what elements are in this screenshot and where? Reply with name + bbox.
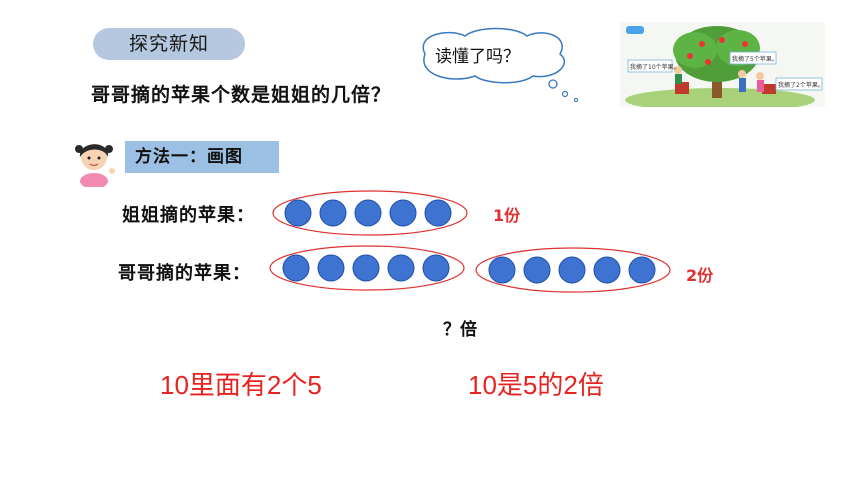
part-label-two: 2份 (686, 266, 714, 285)
sister-group-ellipse (272, 190, 468, 236)
brother-apple-group2-2 (523, 256, 551, 284)
conclusion-right: 10是5的2倍 (468, 370, 604, 400)
apple-tree-illustration: 我摘了10个苹果。 我摘了5个苹果。 我摘了2个苹果。 (620, 22, 825, 107)
brother-group-1-ellipse (269, 245, 465, 291)
method-label: 方法一：画图 (125, 141, 279, 173)
sister-apple-1 (284, 199, 312, 227)
caption-right: 我摘了2个苹果。 (778, 82, 824, 89)
brother-apple-group1-3 (352, 254, 380, 282)
brother-apple-group2-4 (593, 256, 621, 284)
sister-apple-2 (319, 199, 347, 227)
caption-mid: 我摘了5个苹果。 (732, 56, 778, 63)
brother-apple-group1-2 (317, 254, 345, 282)
thought-bubble: 读懂了吗？ (405, 24, 595, 104)
brother-group-2-ellipse (475, 247, 671, 293)
sister-row-label: 姐姐摘的苹果： (122, 205, 255, 226)
bubble-text: 读懂了吗？ (435, 47, 520, 67)
question-text: 哥哥摘的苹果个数是姐姐的几倍？ (91, 84, 392, 106)
brother-apple-group2-1 (488, 256, 516, 284)
brother-apple-group1-5 (422, 254, 450, 282)
caption-left: 我摘了10个苹果。 (630, 64, 680, 71)
girl-avatar (70, 135, 118, 187)
sister-apple-5 (424, 199, 452, 227)
sister-apple-4 (389, 199, 417, 227)
brother-apple-group2-3 (558, 256, 586, 284)
times-question: ？倍 (443, 320, 477, 340)
brother-row-label: 哥哥摘的苹果： (118, 263, 251, 284)
sister-apple-3 (354, 199, 382, 227)
brother-apple-group2-5 (628, 256, 656, 284)
section-badge: 探究新知 (93, 28, 245, 60)
brother-apple-group1-1 (282, 254, 310, 282)
thought-bubble-shape (422, 27, 578, 102)
part-label-one: 1份 (493, 206, 521, 225)
brother-apple-group1-4 (387, 254, 415, 282)
conclusion-left: 10里面有2个5 (160, 370, 322, 400)
